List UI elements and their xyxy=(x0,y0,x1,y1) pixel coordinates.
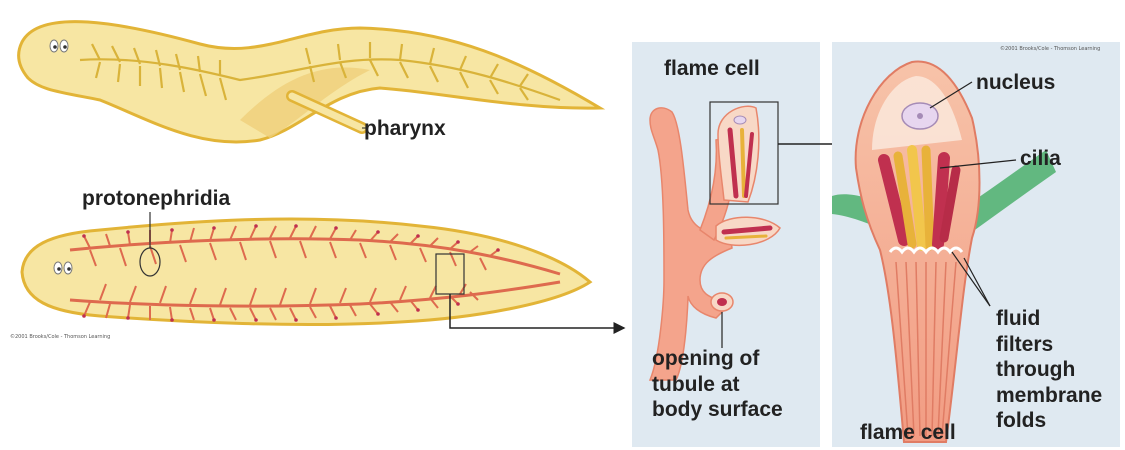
label-opening-line-1: opening of xyxy=(652,346,783,372)
label-fluid-line-4: membrane xyxy=(996,383,1102,409)
label-opening-line-2: tubule at xyxy=(652,372,783,398)
flatworm-bottom xyxy=(22,212,590,324)
label-protonephridia: protonephridia xyxy=(82,186,230,212)
label-fluid-line-1: fluid xyxy=(996,306,1102,332)
label-flame-cell-top: flame cell xyxy=(664,56,760,82)
flame-cell-small-upper xyxy=(718,106,759,202)
label-fluid-line-2: filters xyxy=(996,332,1102,358)
label-fluid-line-3: through xyxy=(996,357,1102,383)
label-fluid-line-5: folds xyxy=(996,408,1102,434)
label-flame-cell-bottom: flame cell xyxy=(860,420,956,446)
label-cilia: cilia xyxy=(1020,146,1061,172)
label-opening-line-3: body surface xyxy=(652,397,783,423)
credit-right: ©2001 Brooks/Cole - Thomson Learning xyxy=(1000,46,1100,52)
label-fluid-filters: fluid filters through membrane folds xyxy=(996,306,1102,434)
tubule-opening xyxy=(711,293,733,311)
label-pharynx: pharynx xyxy=(364,116,446,142)
credit-left: ©2001 Brooks/Cole - Thomson Learning xyxy=(10,334,110,340)
label-nucleus: nucleus xyxy=(976,70,1055,96)
flatworm-top xyxy=(19,22,600,142)
label-opening-of-tubule: opening of tubule at body surface xyxy=(652,346,783,423)
